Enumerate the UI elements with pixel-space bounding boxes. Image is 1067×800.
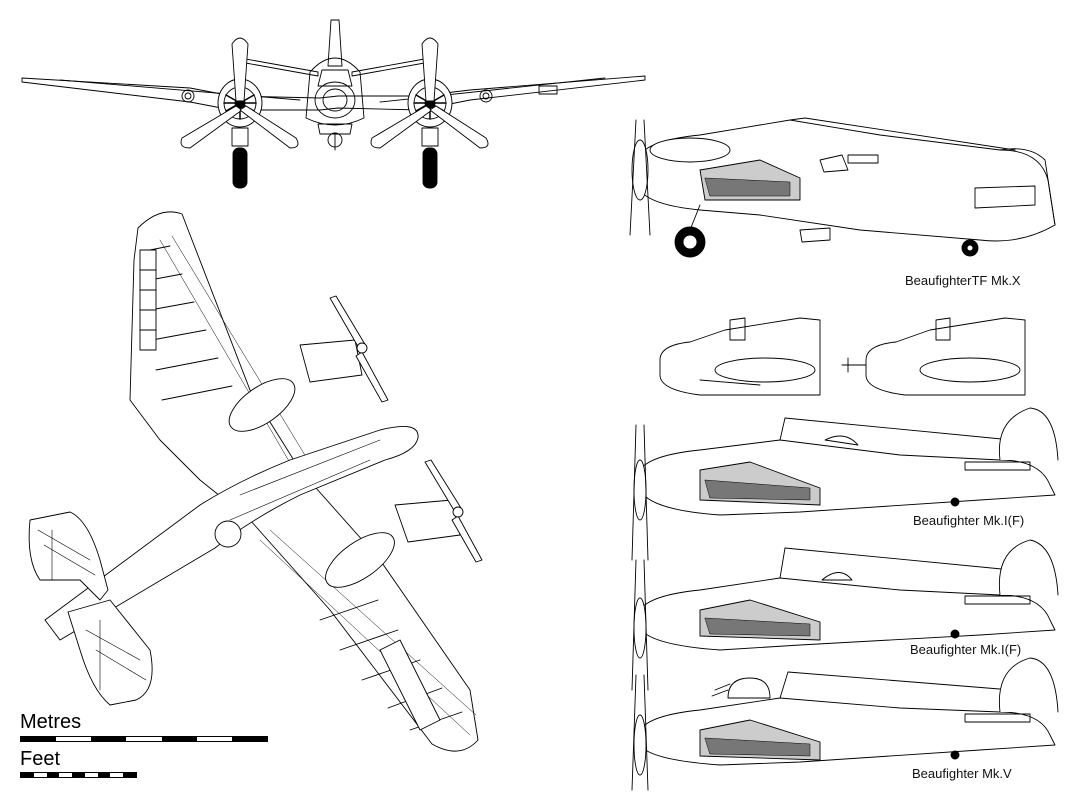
scale-bar-feet bbox=[20, 772, 137, 778]
label-mk5: Beaufighter Mk.V bbox=[912, 766, 1012, 781]
side-view-mk5 bbox=[631, 657, 1059, 791]
plan-view bbox=[28, 211, 483, 752]
scale-feet-label: Feet bbox=[20, 748, 61, 770]
side-view-mk1f-b bbox=[631, 539, 1059, 691]
nose-variants bbox=[659, 317, 1026, 396]
scale-bar-metres bbox=[20, 736, 268, 742]
front-view bbox=[21, 19, 646, 189]
label-mk1f-a: Beaufighter Mk.I(F) bbox=[913, 513, 1025, 528]
scale-metres-label: Metres bbox=[20, 711, 82, 733]
side-view-mk1f-a bbox=[631, 407, 1059, 561]
label-mk1f-b: Beaufighter Mk.I(F) bbox=[910, 642, 1022, 657]
side-view-tfx bbox=[629, 117, 1056, 258]
label-tfx: BeaufighterTF Mk.X bbox=[905, 273, 1021, 288]
